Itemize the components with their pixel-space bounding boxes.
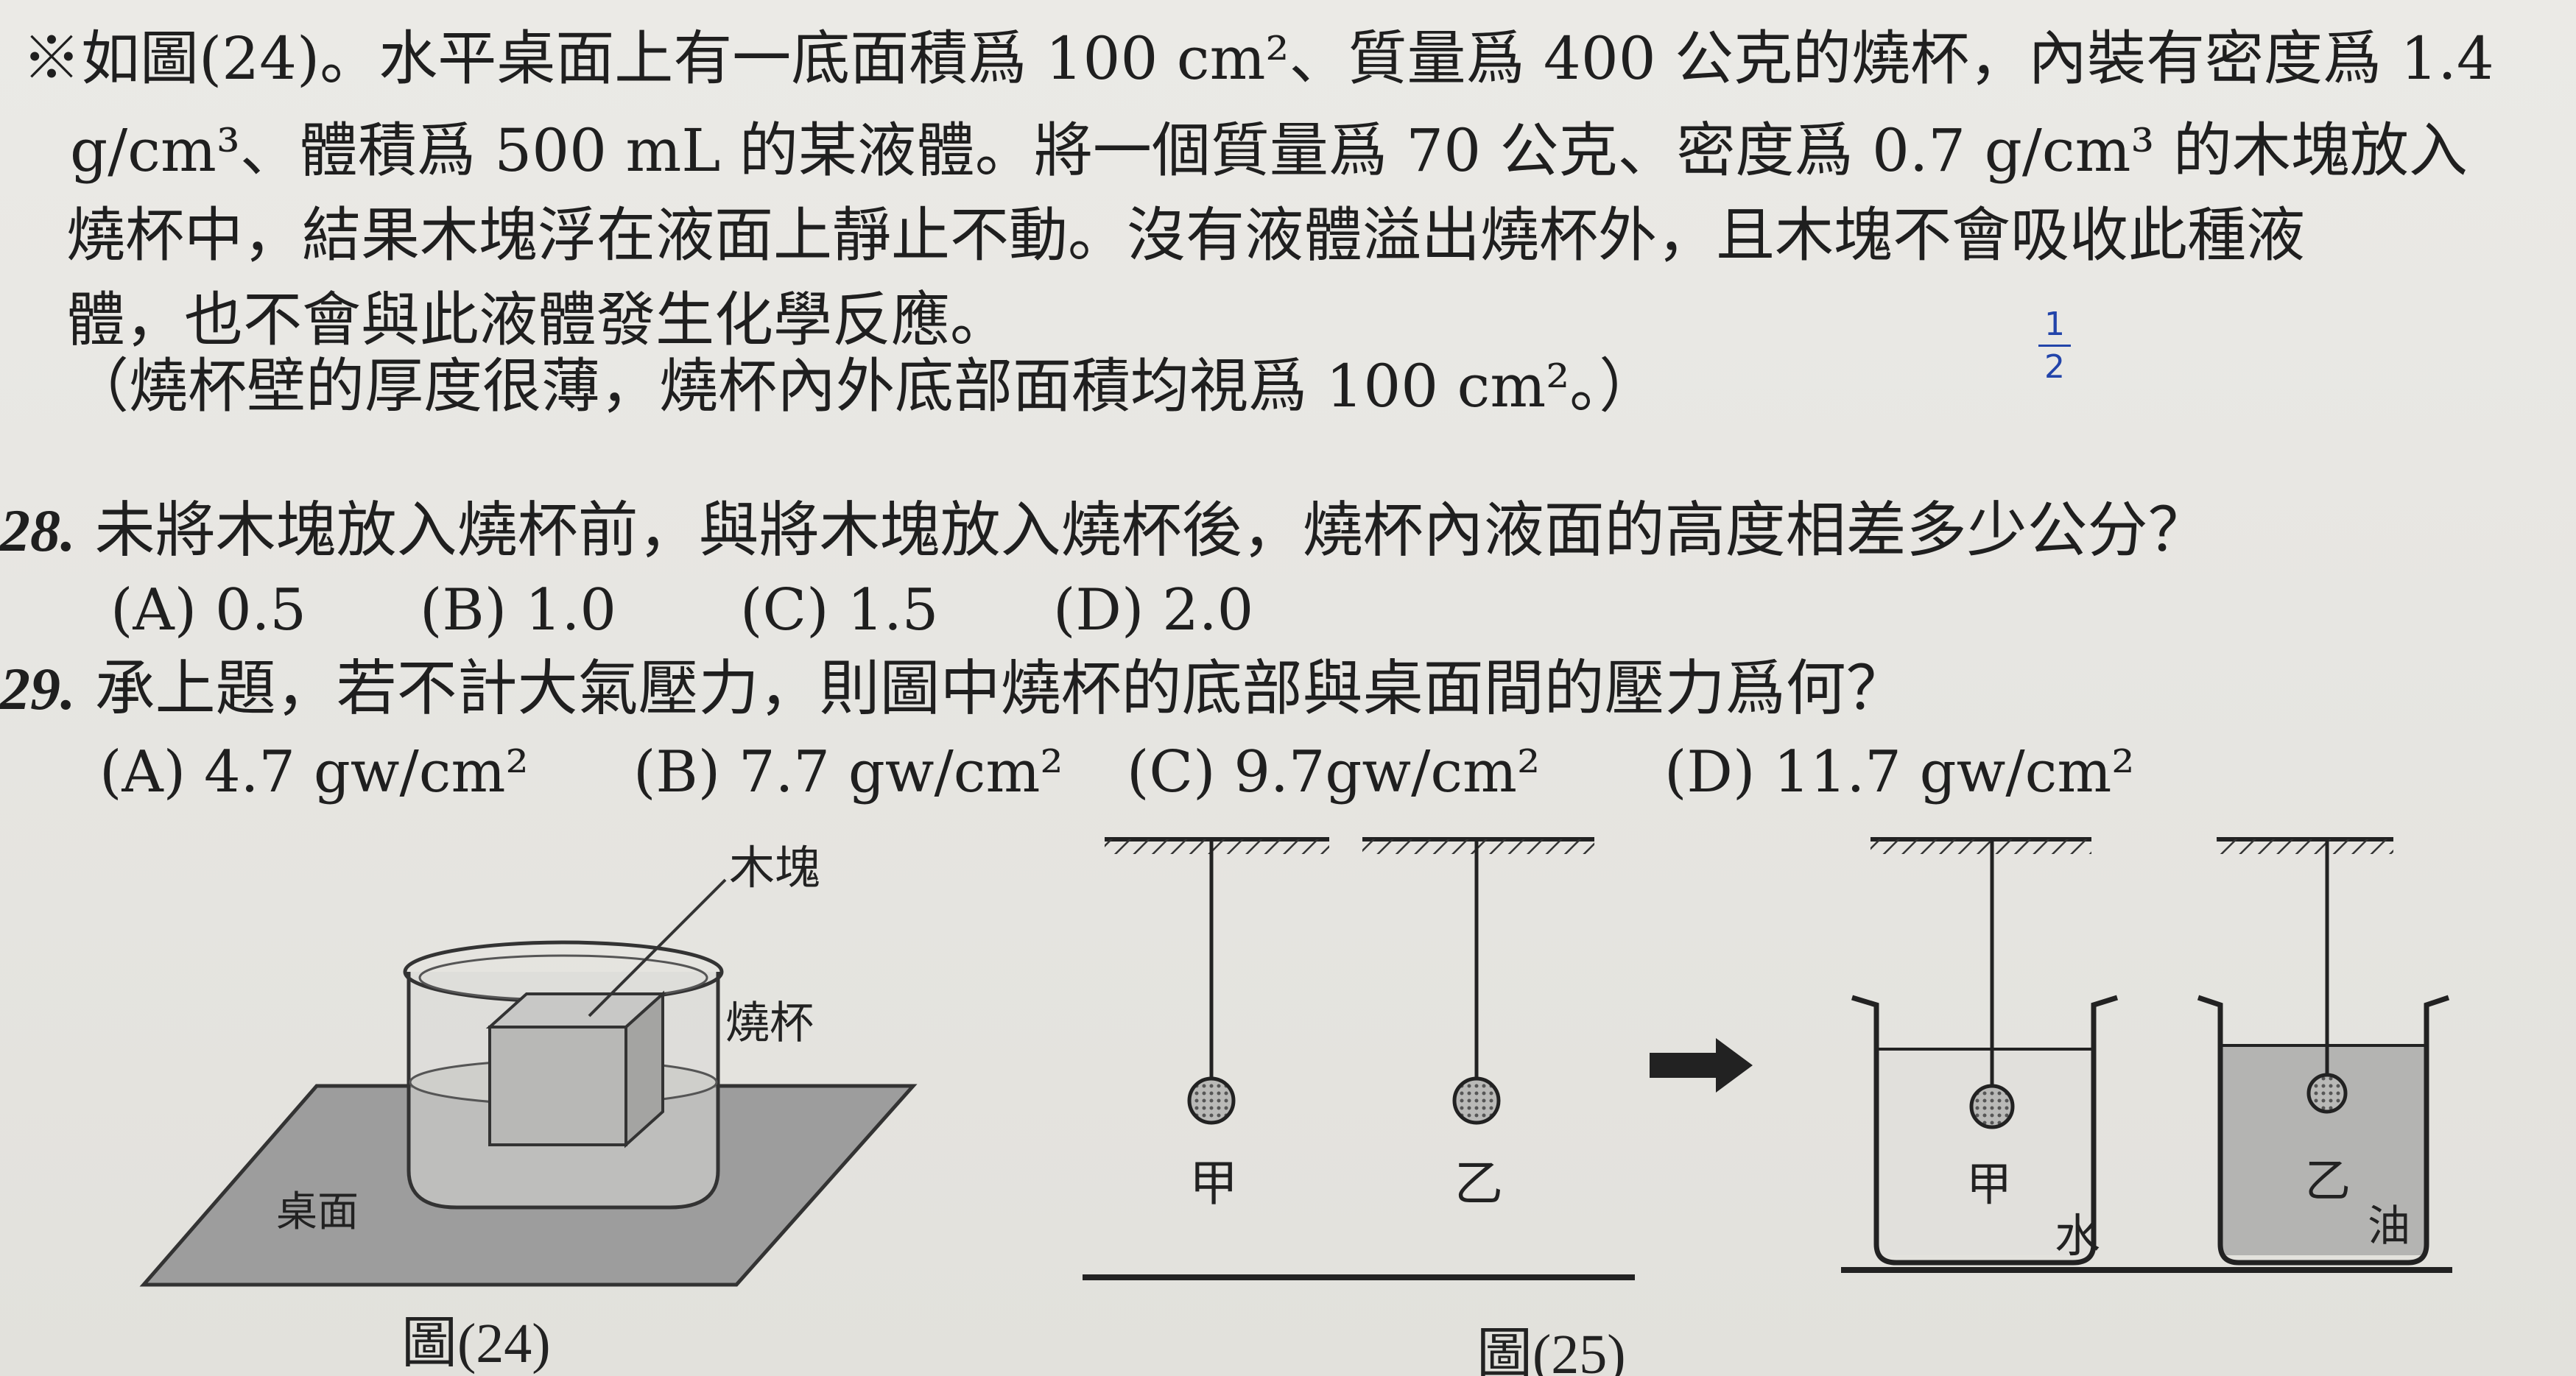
intro-line-3: 燒杯中，結果木塊浮在液面上靜止不動。沒有液體溢出燒杯外，且木塊不會吸收此種液	[66, 201, 2305, 269]
oil-beaker	[2197, 995, 2450, 1266]
q29-number: 29.	[0, 655, 76, 722]
wood-block-front	[488, 1026, 627, 1146]
water-liquid	[1876, 1049, 2094, 1255]
q29-option-c[interactable]: (C) 9.7gw/cm²	[1127, 739, 1541, 805]
note-numerator: 1	[2044, 306, 2065, 343]
label-table: 桌面	[276, 1188, 359, 1236]
intro-line-4: 體，也不會與此液體發生化學反應。	[66, 286, 1009, 354]
q28-option-c[interactable]: (C) 1.5	[740, 577, 939, 643]
ball-2-submerged	[2306, 1073, 2348, 1114]
figure24-caption: 圖(24)	[401, 1313, 551, 1375]
figure-24: 木塊 燒杯 桌面 圖(24)	[139, 841, 918, 1375]
label-ball-1: 甲	[1189, 1155, 1238, 1212]
q28-text: 未將木塊放入燒杯前，與將木塊放入燒杯後，燒杯內液面的高度相差多少公分？	[94, 495, 2209, 565]
q29-text: 承上題，若不計大氣壓力，則圖中燒杯的底部與桌面間的壓力爲何？	[94, 654, 1907, 724]
wood-block-side	[624, 990, 664, 1149]
intro-line-2: g/cm³、體積爲 500 mL 的某液體。將一個質量爲 70 公克、密度爲 0…	[70, 116, 2468, 185]
q29-line: 29. 承上題，若不計大氣壓力，則圖中燒杯的底部與桌面間的壓力爲何？	[0, 659, 1907, 719]
ceiling-2	[1362, 837, 1594, 854]
q28-number: 28.	[0, 497, 76, 564]
ceiling-1	[1105, 837, 1329, 854]
water-beaker	[1851, 995, 2119, 1266]
figure25-caption: 圖(25)	[1477, 1324, 1626, 1376]
note-denominator: 2	[2044, 348, 2065, 386]
label-ball-2-in-oil: 乙	[2305, 1154, 2351, 1207]
right-arrow-icon	[1650, 1038, 1753, 1093]
block-leader-line	[588, 878, 727, 1017]
q29-option-b[interactable]: (B) 7.7 gw/cm²	[633, 739, 1063, 805]
ceiling-3	[1871, 837, 2091, 854]
q28-option-a[interactable]: (A) 0.5	[110, 577, 307, 643]
handwritten-note: 1 2	[2033, 306, 2077, 386]
label-oil: 油	[2368, 1201, 2410, 1251]
ceiling-4	[2217, 837, 2393, 854]
label-block: 木塊	[729, 841, 820, 895]
ball-2	[1452, 1076, 1501, 1125]
oil-liquid	[2220, 1045, 2427, 1255]
label-water: 水	[2055, 1209, 2100, 1263]
q28-line: 28. 未將木塊放入燒杯前，與將木塊放入燒杯後，燒杯內液面的高度相差多少公分？	[0, 501, 2209, 561]
ball-1-submerged	[1969, 1084, 2015, 1129]
intro-line-1: ※如圖(24)。水平桌面上有一底面積爲 100 cm²、質量爲 400 公克的燒…	[22, 24, 2494, 93]
q28-option-b[interactable]: (B) 1.0	[420, 577, 617, 643]
q29-option-a[interactable]: (A) 4.7 gw/cm²	[99, 739, 529, 805]
ball-1	[1187, 1076, 1236, 1125]
q29-option-d[interactable]: (D) 11.7 gw/cm²	[1664, 739, 2135, 805]
label-ball-1-in-water: 甲	[1966, 1157, 2012, 1211]
intro-line-5: （燒杯壁的厚度很薄，燒杯內外底部面積均視爲 100 cm²。）	[70, 352, 1658, 420]
q28-option-d[interactable]: (D) 2.0	[1053, 577, 1254, 643]
label-beaker: 燒杯	[725, 998, 814, 1049]
label-ball-2: 乙	[1454, 1155, 1503, 1212]
